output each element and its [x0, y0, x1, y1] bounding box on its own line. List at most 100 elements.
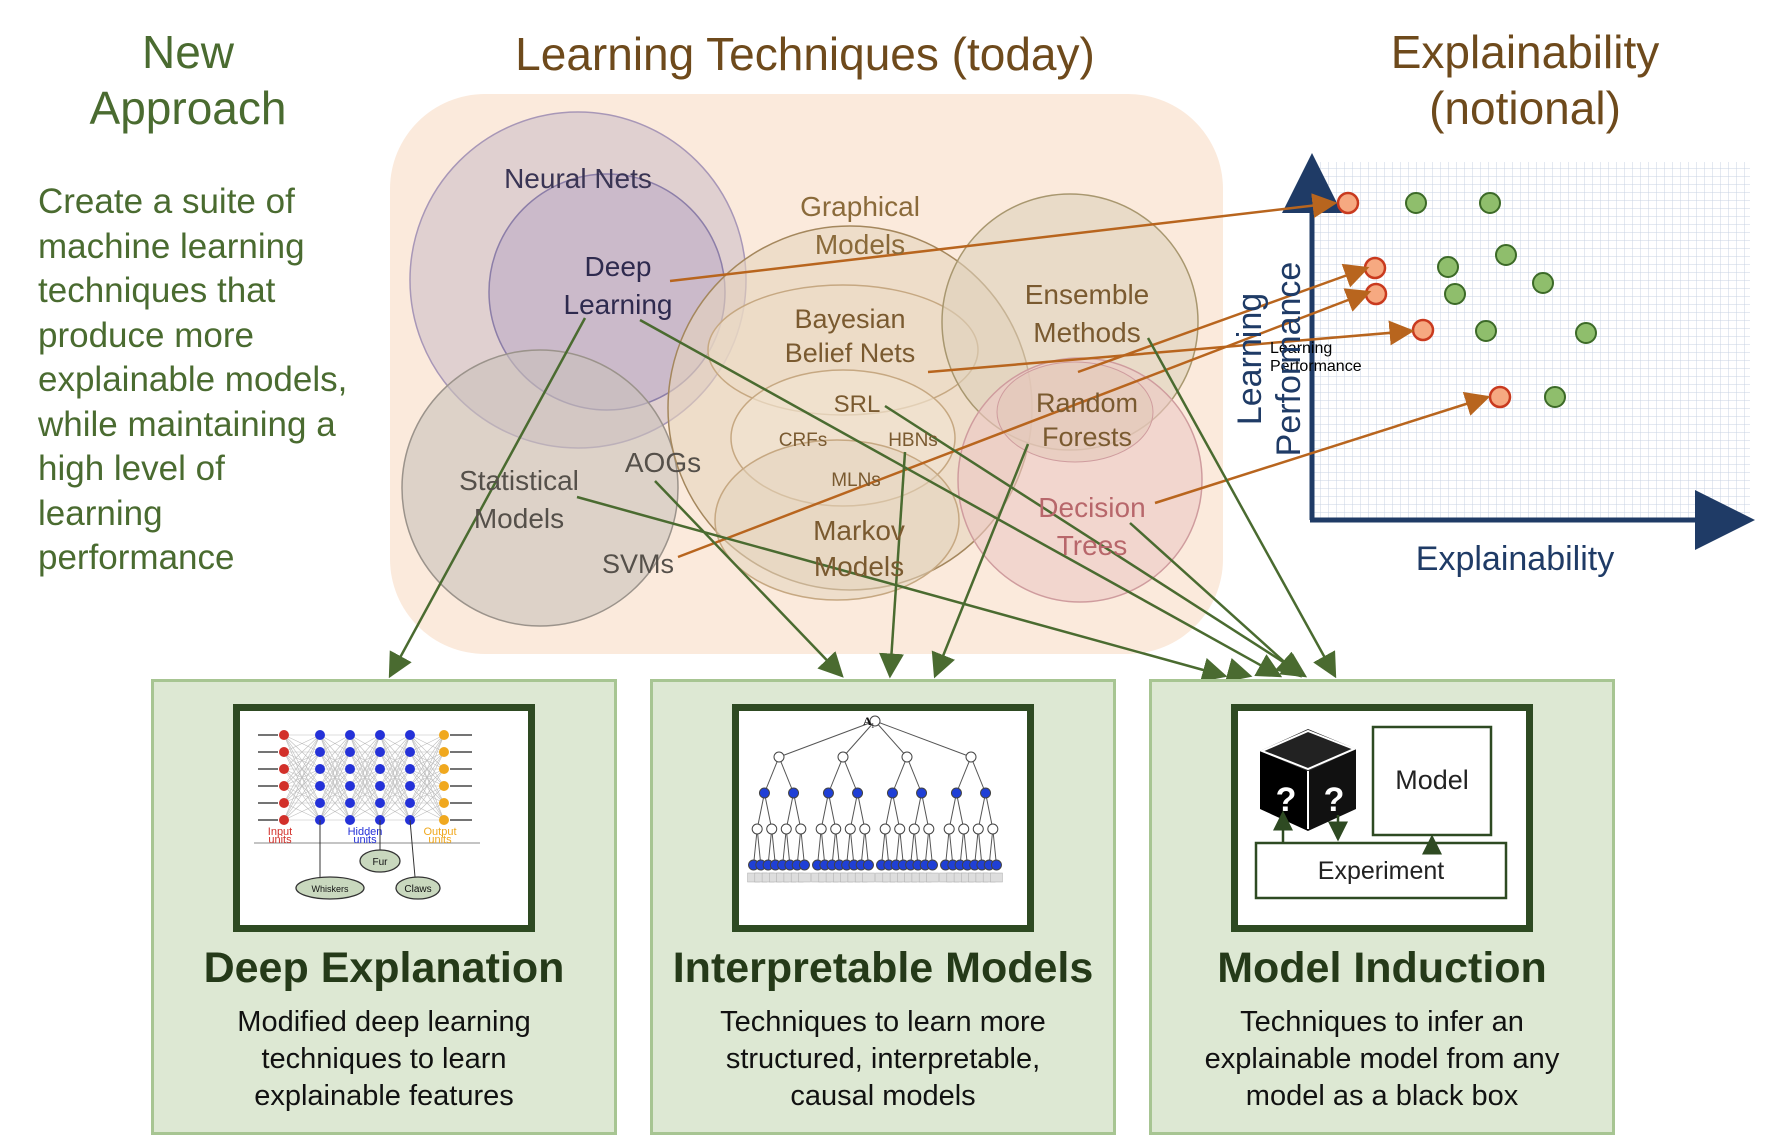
nn-node	[405, 730, 415, 740]
intro-line: machine learning	[38, 226, 305, 266]
nn-node	[315, 781, 325, 791]
panel-desc: Techniques to learn more structured, int…	[653, 1004, 1113, 1115]
nn-node	[439, 815, 449, 825]
tree-root-label: A	[863, 714, 872, 728]
black-box-cube: ? ?	[1259, 729, 1357, 831]
nn-unit-label: units	[268, 834, 292, 846]
tree-leaf	[990, 872, 1003, 883]
plot-point-red	[1364, 282, 1388, 306]
desc-line: structured, interpretable,	[725, 1043, 1041, 1075]
nn-node	[345, 747, 355, 757]
explainability-heading: Explainability (notional)	[1350, 24, 1700, 136]
plot-point-green	[1575, 322, 1597, 344]
nn-node	[375, 730, 385, 740]
panel-title: Model Induction	[1217, 944, 1547, 992]
intro-line: performance	[38, 538, 235, 577]
svms-label: SVMs	[528, 548, 748, 581]
tree-leaf	[798, 872, 811, 883]
nn-node	[375, 747, 385, 757]
plot-grid	[1312, 162, 1750, 520]
plot-point-green	[1405, 192, 1427, 214]
plot-ylabel-text: Learning Performance	[1231, 261, 1308, 457]
nn-node	[345, 798, 355, 808]
tree-node	[943, 823, 955, 835]
panel-desc: Modified deep learning techniques to lea…	[154, 1004, 614, 1115]
tree-leaf	[926, 872, 939, 883]
plot-point-green	[1479, 192, 1501, 214]
arrow-dl-model-induction	[639, 318, 1283, 678]
tree-node	[901, 751, 913, 763]
tree-leaf	[862, 872, 875, 883]
tree-node	[859, 823, 871, 835]
nn-node	[345, 781, 355, 791]
srl-label-line: SRL	[833, 391, 881, 418]
arrow-decision-trees-model-induction	[1129, 522, 1302, 678]
nn-node	[405, 764, 415, 774]
plot-point-red	[1336, 191, 1360, 215]
desc-line: techniques to learn	[261, 1043, 507, 1075]
nn-node	[375, 798, 385, 808]
plot-point-red	[1411, 318, 1435, 342]
nn-node	[279, 764, 289, 774]
black-box-image: ? ? Model Experiment	[1231, 704, 1533, 932]
neural-nets-label: Neural Nets	[468, 162, 688, 196]
decision-trees-label-line: Trees	[1056, 530, 1128, 561]
tree-node	[916, 787, 928, 799]
nn-unit-label: units	[428, 834, 452, 846]
plot-point-green	[1544, 386, 1566, 408]
nn-node	[315, 764, 325, 774]
bayesian-belief-nets-label-line: Bayesian	[794, 304, 906, 334]
neural-nets-label-line: Neural Nets	[504, 163, 652, 194]
plot-point-green	[1437, 256, 1459, 278]
desc-line: model as a black box	[1245, 1080, 1519, 1112]
tree-node	[773, 751, 785, 763]
intro-line: explainable models,	[38, 360, 348, 399]
intro-line: produce more	[38, 315, 254, 355]
plot-point-green	[1444, 283, 1466, 305]
deep-learning-label-line: Learning	[563, 289, 673, 320]
tree-node	[965, 751, 977, 763]
experiment-label: Experiment	[1318, 857, 1444, 885]
model-induction-panel: ? ? Model Experiment Model Induction Tec…	[1149, 679, 1615, 1135]
random-forests-ellipse	[996, 361, 1154, 463]
plot-point-green	[1532, 272, 1554, 294]
nn-node	[405, 747, 415, 757]
desc-line: Techniques to learn more	[720, 1006, 1046, 1038]
arrow-ensemble-plot	[1077, 263, 1370, 374]
heading-line: Approach	[89, 82, 287, 134]
bayesian-belief-nets-label-line: Belief Nets	[784, 338, 916, 368]
tree-node	[987, 823, 999, 835]
nn-node	[315, 798, 325, 808]
markov-models-label-line: Markov	[813, 515, 905, 546]
tree-node	[822, 787, 834, 799]
arrow-svms-plot	[677, 288, 1372, 559]
tree-node	[751, 823, 763, 835]
nn-node	[405, 781, 415, 791]
tree-node	[837, 751, 849, 763]
nn-unit-label: Input	[268, 826, 292, 838]
plot-xlabel: Explainability	[1415, 540, 1615, 578]
mlns-label-line: MLNs	[831, 470, 881, 491]
markov-models-label-line: Models	[813, 551, 905, 582]
hbns-label: HBNs	[803, 428, 1023, 453]
tree-node	[830, 823, 842, 835]
graphical-models-label-line: Graphical	[800, 191, 920, 222]
decision-trees-label-line: Decision	[1038, 492, 1146, 523]
nn-node	[279, 815, 289, 825]
tree-node	[990, 859, 1002, 871]
random-forests-label-line: Forests	[1041, 422, 1133, 452]
tree-node	[886, 787, 898, 799]
aogs-label-line: AOGs	[624, 447, 702, 478]
tree-node	[852, 787, 864, 799]
tree-node	[879, 823, 891, 835]
tree-node	[795, 823, 807, 835]
tree-node	[972, 823, 984, 835]
